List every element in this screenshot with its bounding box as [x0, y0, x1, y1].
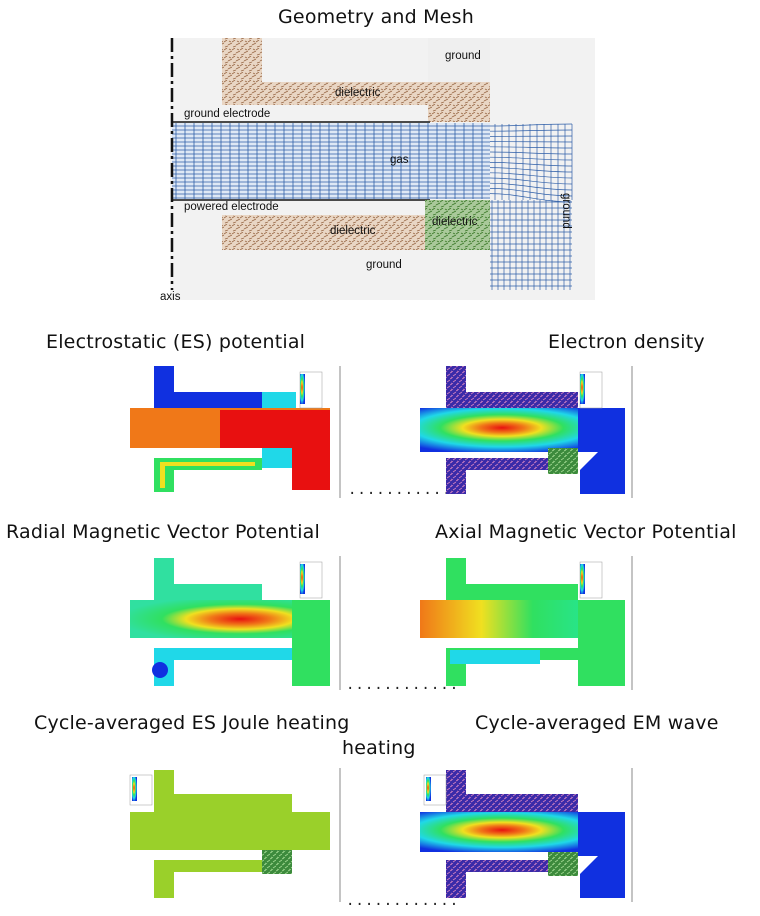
label-dielectric-bottom: dielectric	[330, 225, 376, 237]
label-gas: gas	[390, 154, 409, 166]
plot-electron-density	[420, 366, 633, 498]
extra-caption-heating: heating	[342, 737, 416, 759]
panel-title-em-wave: Cycle-averaged EM wave	[475, 712, 719, 734]
geometry-title: Geometry and Mesh	[278, 6, 474, 28]
green-dielectric	[425, 200, 490, 250]
label-ground-electrode: ground electrode	[184, 108, 271, 120]
geometry-mesh-diagram	[0, 0, 760, 310]
panel-title-electron-density: Electron density	[548, 331, 705, 353]
label-axis: axis	[160, 291, 181, 303]
plot-es-joule-heating	[129, 768, 341, 902]
flare-mesh-lines	[489, 123, 573, 203]
separator-dots-3: ............	[346, 893, 460, 909]
panel-title-axial-mvp: Axial Magnetic Vector Potential	[435, 521, 737, 543]
label-dielectric-right: dielectric	[432, 216, 478, 228]
label-powered-electrode: powered electrode	[184, 201, 279, 213]
corner-mesh-lines	[490, 200, 572, 290]
separator-dots-1: ............	[348, 482, 462, 498]
top-dielectric	[222, 38, 490, 122]
gas-mesh-lines	[172, 123, 490, 199]
geometry-svg	[170, 38, 595, 300]
label-ground-top: ground	[445, 50, 481, 62]
label-dielectric-top: dielectric	[335, 87, 381, 99]
plot-es-potential	[130, 366, 341, 498]
separator-dots-2: ............	[346, 677, 460, 693]
plot-radial-mvp	[130, 556, 341, 690]
plot-em-wave	[420, 768, 633, 902]
plot-axial-mvp	[420, 556, 633, 690]
panel-title-radial-mvp: Radial Magnetic Vector Potential	[6, 521, 320, 543]
panel-title-es-joule: Cycle-averaged ES Joule heating	[34, 712, 350, 734]
panel-title-es-potential: Electrostatic (ES) potential	[46, 331, 306, 353]
label-ground-bottom: ground	[366, 259, 402, 271]
